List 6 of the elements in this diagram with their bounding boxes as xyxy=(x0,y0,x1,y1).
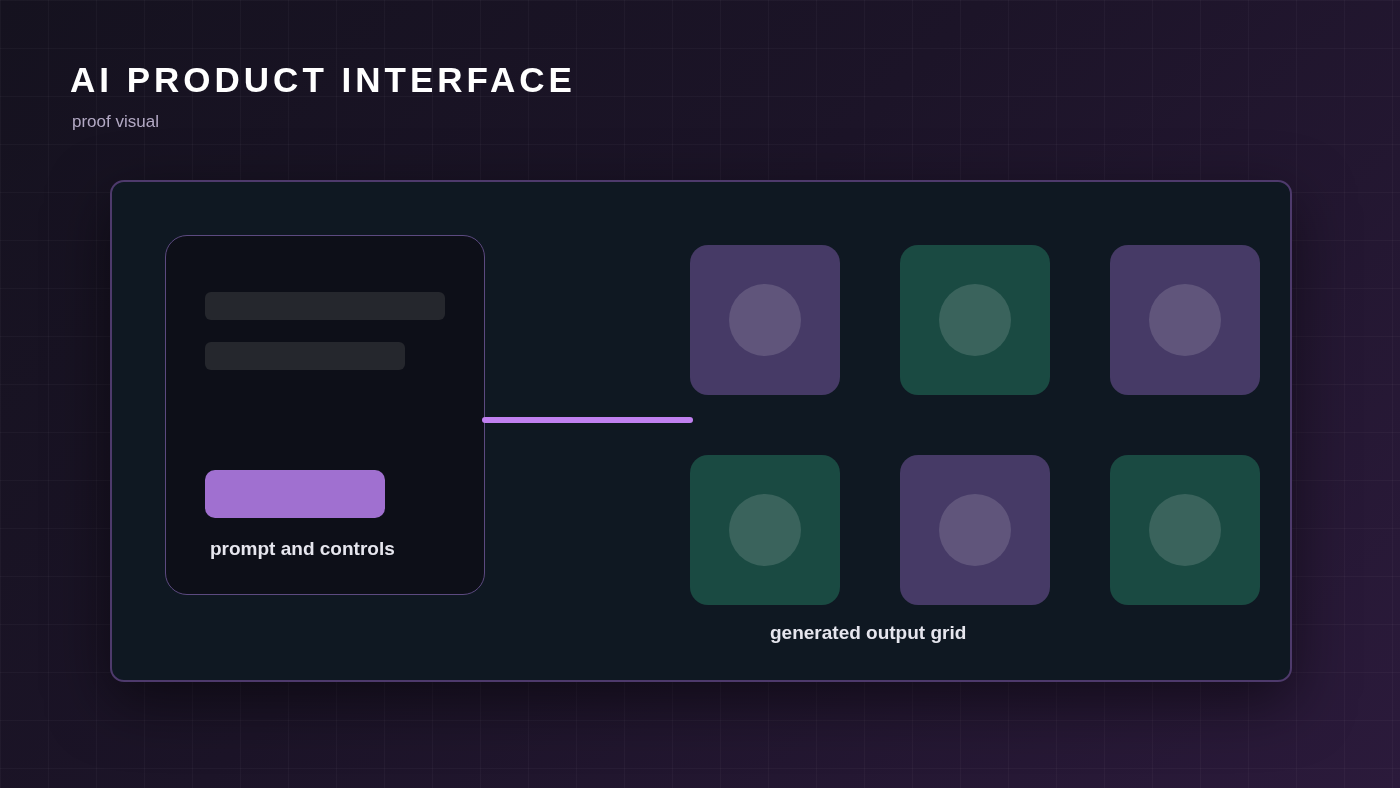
page-title: AI PRODUCT INTERFACE xyxy=(70,60,576,100)
subtitle: proof visual xyxy=(72,112,159,132)
prompt-card xyxy=(165,235,485,595)
connector-line xyxy=(482,417,693,423)
card-label: prompt and controls xyxy=(210,538,395,560)
grid-caption: generated output grid xyxy=(770,622,967,644)
